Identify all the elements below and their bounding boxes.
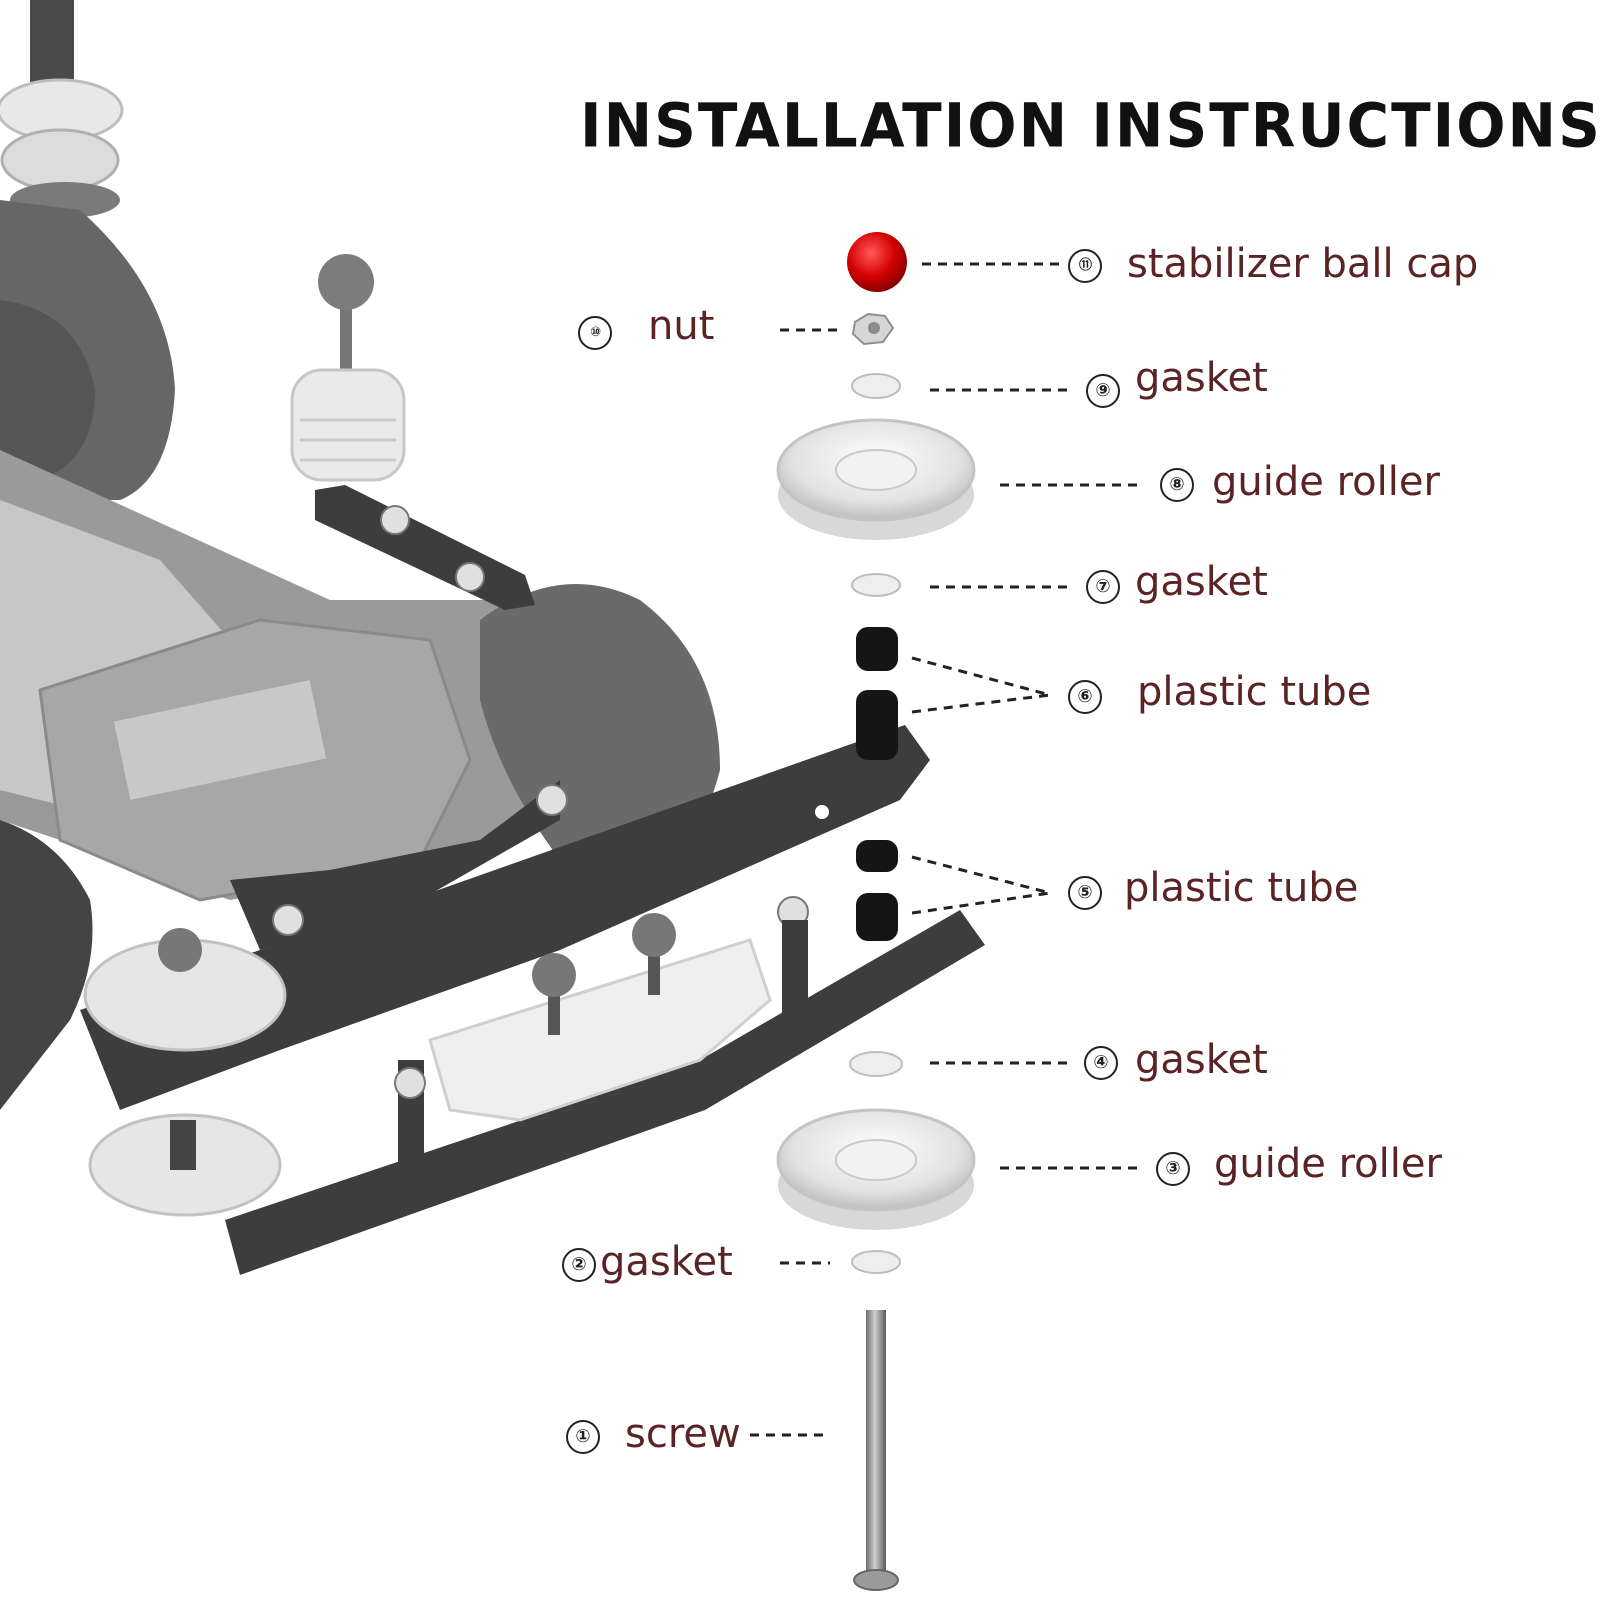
motor-vents [113, 680, 327, 800]
left-roller-axle [170, 1120, 196, 1170]
part-number-8: ⑧ [1160, 468, 1194, 502]
part-number-1: ① [566, 1420, 600, 1454]
part-label-gasket-9: gasket [1135, 355, 1268, 401]
part-label-gasket-4: gasket [1135, 1037, 1268, 1083]
stabilizer-ball [318, 254, 374, 310]
part-plastic-tube-6a [856, 627, 898, 671]
part-number-4: ④ [1084, 1046, 1118, 1080]
left-roller-ball [158, 928, 202, 972]
bumper-screw [394, 1067, 426, 1099]
block-ball-2 [632, 913, 676, 957]
part-number-10: ⑩ [578, 316, 612, 350]
part-label-screw: screw [625, 1411, 741, 1457]
bumper-post-right [782, 920, 808, 1040]
car-chassis-illustration [0, 0, 985, 1275]
plate-hole [815, 805, 829, 819]
part-label-nut: nut [648, 303, 715, 349]
rear-tire-inner [0, 300, 95, 480]
part-gasket-4 [849, 1051, 903, 1077]
part-plastic-tube-6b [856, 690, 898, 760]
part-label-gasket-2: gasket [600, 1239, 733, 1285]
top-post-roller-lower [0, 128, 120, 192]
carbon-plate-arm [230, 780, 560, 950]
part-plastic-tube-5b [856, 893, 898, 941]
part-screw-head [853, 1569, 899, 1591]
part-stabilizer-ball-cap [847, 232, 907, 292]
part-gasket-7 [851, 573, 901, 597]
upper-bracket [315, 485, 535, 610]
part-number-6: ⑥ [1068, 680, 1102, 714]
part-label-guide-roller-3: guide roller [1214, 1141, 1442, 1187]
bracket-screw-1 [380, 505, 410, 535]
part-label-stabilizer-ball-cap: stabilizer ball cap [1127, 241, 1479, 287]
part-label-guide-roller-8: guide roller [1212, 459, 1440, 505]
stabilizer-roller-stack [290, 368, 406, 482]
plate-screw-2 [272, 904, 304, 936]
page-title: INSTALLATION INSTRUCTIONS [580, 89, 1600, 162]
carbon-plate [80, 725, 930, 1110]
left-front-tire [0, 820, 93, 1110]
part-number-11: ⑪ [1068, 249, 1102, 283]
part-number-3: ③ [1156, 1152, 1190, 1186]
part-screw-shaft [866, 1310, 886, 1578]
bracket-screw-2 [455, 562, 485, 592]
stabilizer-stem [340, 300, 352, 380]
part-gasket-2 [851, 1250, 901, 1274]
part-label-plastic-tube-5: plastic tube [1124, 865, 1359, 911]
plate-screw-1 [536, 784, 568, 816]
part-label-gasket-7: gasket [1135, 559, 1268, 605]
mass-block [428, 938, 772, 1122]
part-number-5: ⑤ [1068, 876, 1102, 910]
part-number-7: ⑦ [1086, 570, 1120, 604]
part-number-9: ⑨ [1086, 374, 1120, 408]
leader-lines [750, 262, 1140, 1437]
block-ball-1 [532, 953, 576, 997]
part-number-2: ② [562, 1248, 596, 1282]
exploded-parts [776, 232, 976, 1591]
part-plastic-tube-5a [856, 840, 898, 872]
part-gasket-9 [851, 373, 901, 399]
part-label-plastic-tube-6: plastic tube [1137, 669, 1372, 715]
